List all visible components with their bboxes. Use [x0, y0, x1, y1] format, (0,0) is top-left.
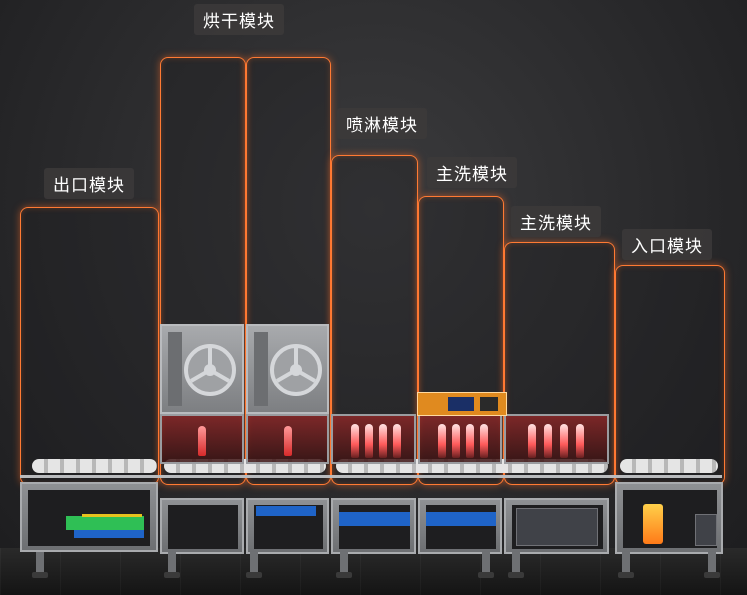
exit-pump-green: [66, 516, 144, 530]
dry-lower-interior-left: [168, 505, 238, 549]
spray-heater: [331, 414, 416, 464]
heater-icon: [544, 424, 552, 458]
dry-heater-left: [160, 414, 244, 464]
module-exit-frame: [20, 207, 159, 485]
floor: [0, 548, 747, 595]
heater-icon: [379, 424, 387, 458]
plates-row-left: [32, 459, 157, 473]
main-wash-2-tank-glass: [516, 508, 598, 546]
machine-foot: [164, 572, 180, 578]
machine-foot: [478, 572, 494, 578]
entry-heater-tank: [643, 504, 663, 544]
module-entry-frame: [615, 265, 725, 485]
conveyor-rail: [20, 475, 722, 478]
dry-fan-box-left: [160, 324, 244, 414]
spray-water-blue: [339, 512, 410, 526]
machine-leg: [512, 552, 520, 574]
heater-icon: [365, 424, 373, 458]
heater-icon: [576, 424, 584, 458]
machine-leg: [708, 552, 716, 574]
exit-pipe-blue: [74, 530, 144, 538]
machine-leg: [622, 552, 630, 574]
dry-fan-box-right: [246, 324, 329, 414]
module-main-wash-2-label: 主洗模块: [511, 206, 601, 237]
dry-lower-cabinet-left: [160, 498, 244, 554]
dry-heater-right: [246, 414, 329, 464]
entry-lower-cabinet: [615, 482, 723, 554]
module-dry-label: 烘干模块: [194, 4, 284, 35]
spray-lower-cabinet: [331, 498, 416, 554]
heater-icon: [438, 424, 446, 458]
machine-foot: [246, 572, 262, 578]
control-panel-icon: [417, 392, 507, 416]
heater-icon: [480, 424, 488, 458]
heater-icon: [560, 424, 568, 458]
exit-pipe-yellow: [82, 514, 142, 517]
entry-side-box: [695, 514, 717, 546]
main-wash-1-heater: [418, 414, 502, 464]
control-panel-display-2: [480, 397, 498, 411]
exit-cabinet: [20, 482, 158, 552]
machine-foot: [336, 572, 352, 578]
machine-leg: [250, 552, 258, 574]
heater-icon: [393, 424, 401, 458]
heater-icon: [284, 426, 292, 456]
main-wash-2-lower-cabinet: [504, 498, 609, 554]
machine-foot: [32, 572, 48, 578]
machine-leg: [482, 552, 490, 574]
machine-leg: [340, 552, 348, 574]
heater-icon: [198, 426, 206, 456]
module-entry-label: 入口模块: [622, 229, 712, 260]
module-spray-label: 喷淋模块: [337, 108, 427, 139]
control-panel-display: [448, 397, 474, 411]
machine-leg: [168, 552, 176, 574]
fan-icon: [248, 326, 328, 412]
main-wash-2-heater: [504, 414, 609, 464]
machine-leg: [36, 552, 44, 574]
plates-row-entry: [620, 459, 718, 473]
module-main-wash-1-label: 主洗模块: [427, 157, 517, 188]
machine-foot: [618, 572, 634, 578]
main-wash-1-lower-cabinet: [418, 498, 502, 554]
main-wash-1-water-blue: [426, 512, 496, 526]
fan-icon: [162, 326, 242, 412]
machine-foot: [508, 572, 524, 578]
heater-icon: [452, 424, 460, 458]
module-exit-label: 出口模块: [44, 168, 134, 199]
dry-lower-cabinet-right: [246, 498, 329, 554]
dry-water-blue: [256, 506, 316, 516]
heater-icon: [528, 424, 536, 458]
heater-icon: [351, 424, 359, 458]
machine-foot: [704, 572, 720, 578]
heater-icon: [466, 424, 474, 458]
